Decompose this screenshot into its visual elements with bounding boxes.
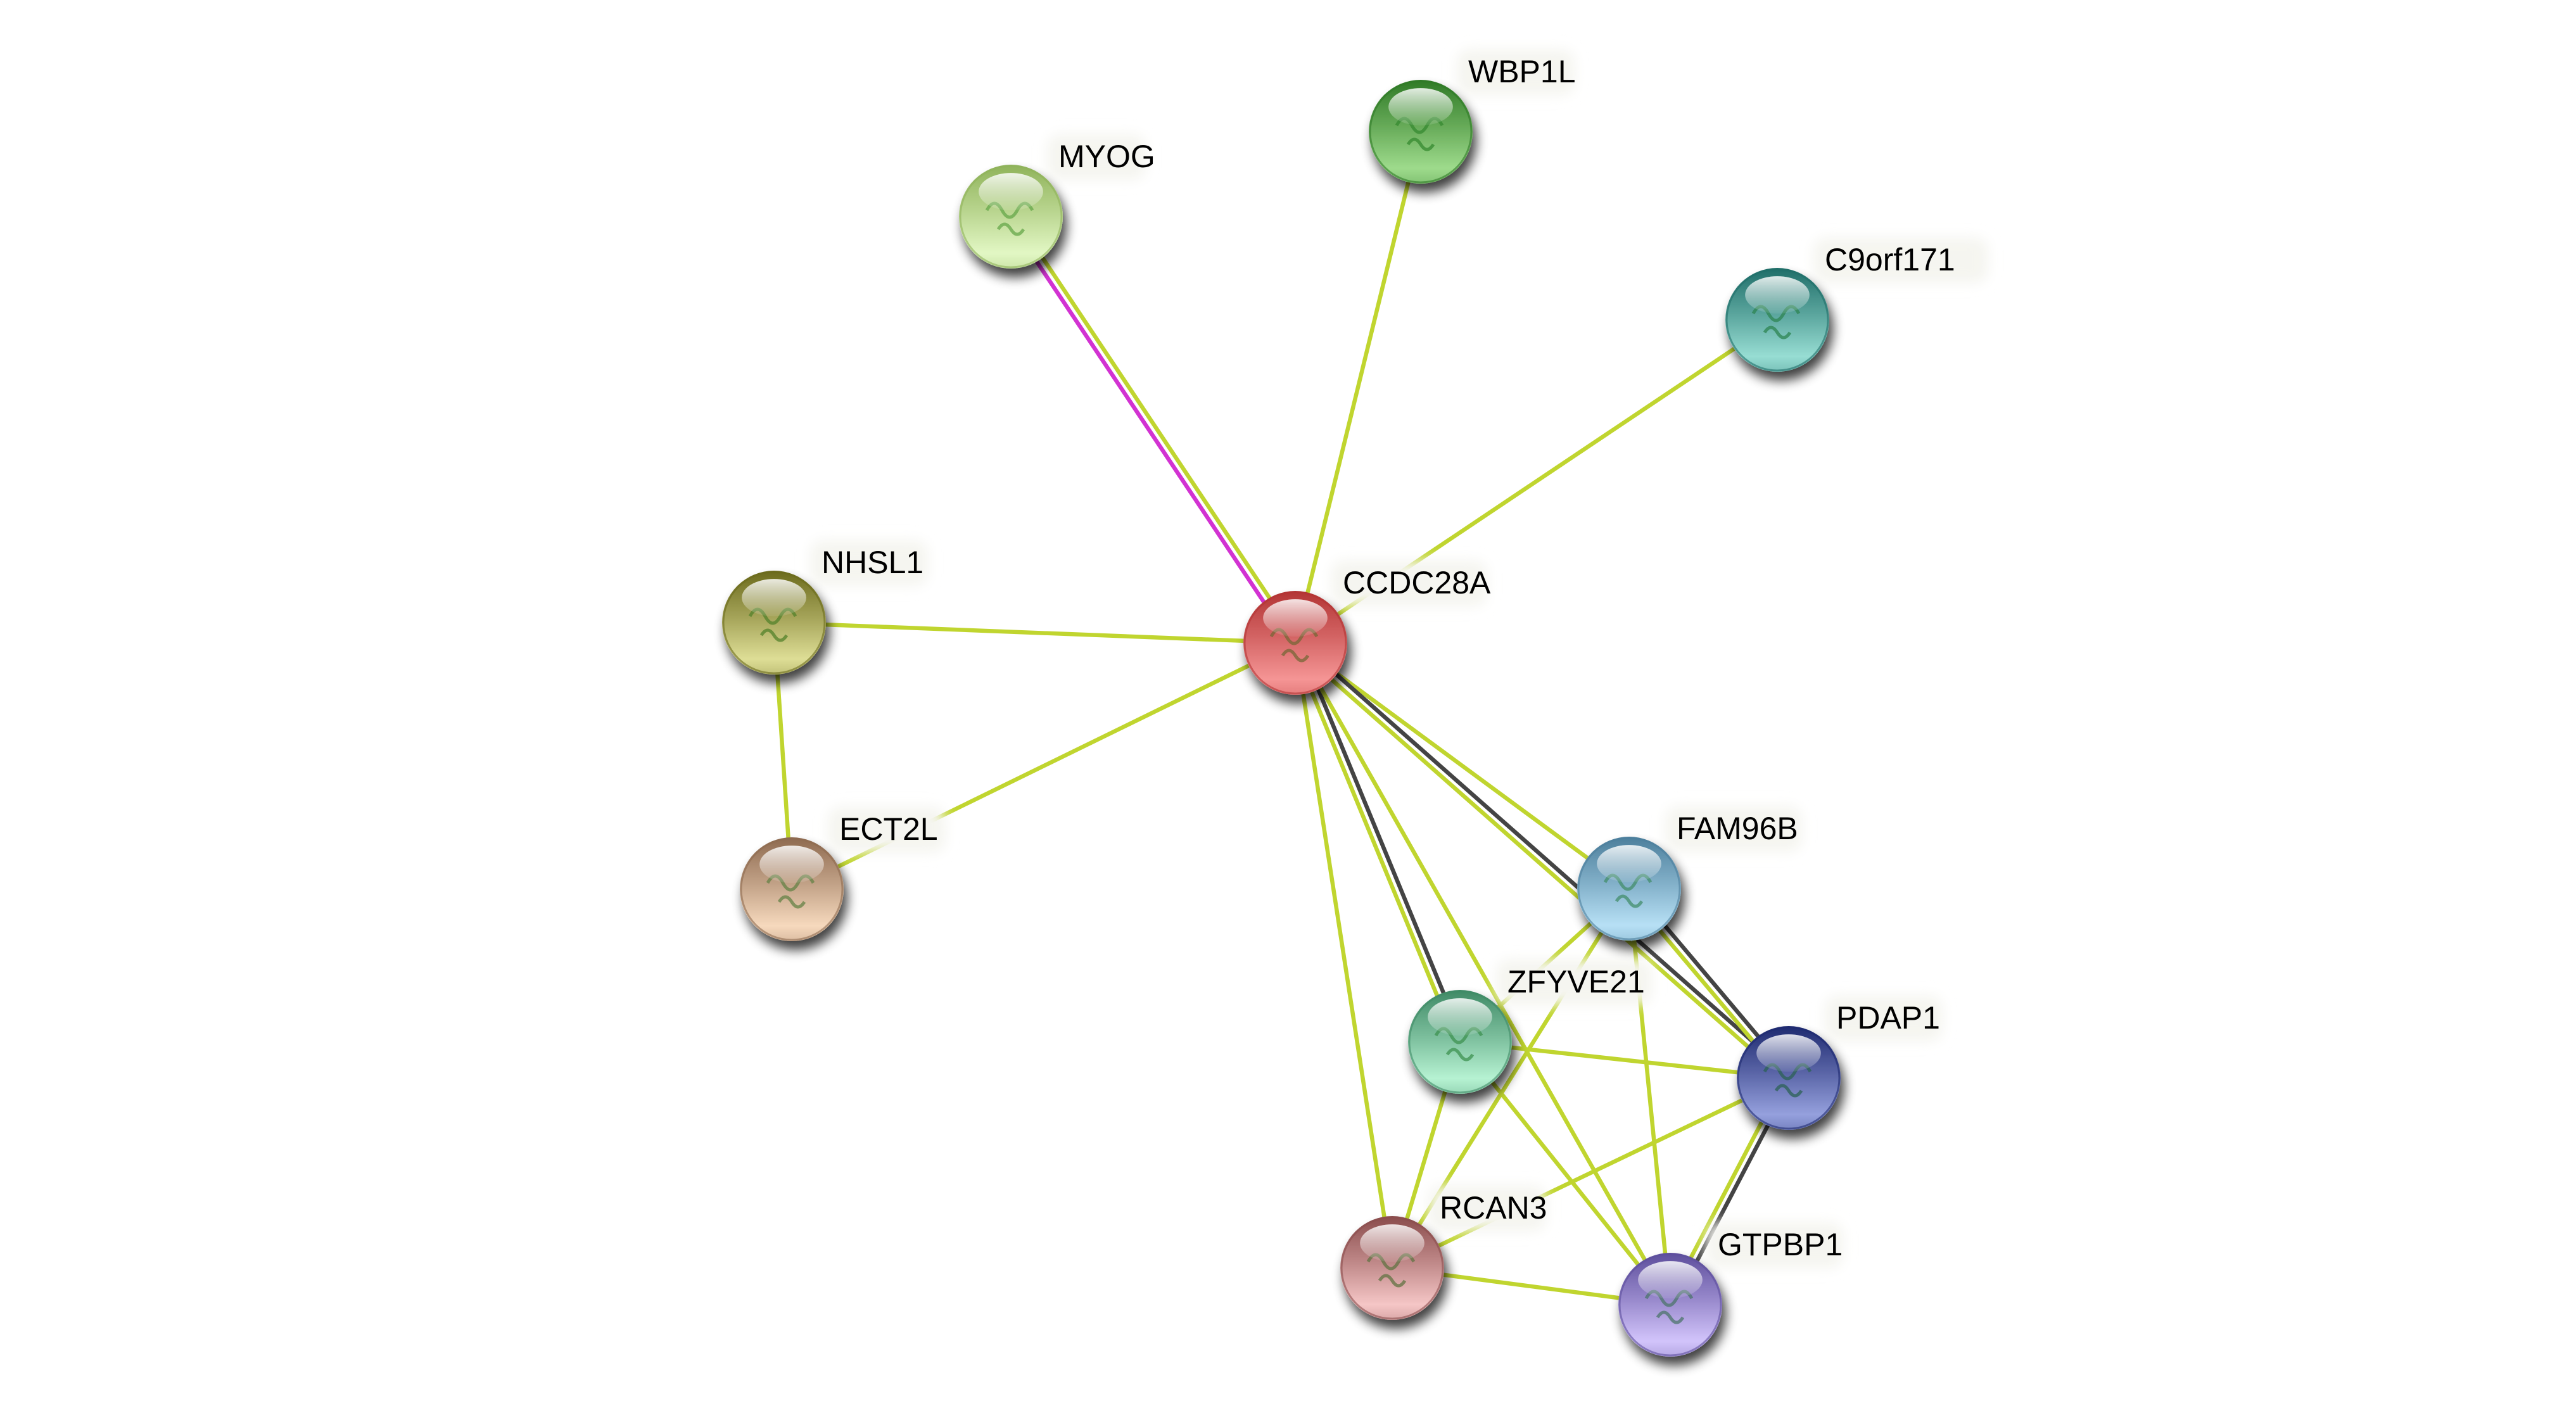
edge-CCDC28A-ZFYVE21[interactable] — [1290, 640, 1466, 1044]
edge-line-textmining — [1293, 642, 1672, 1306]
node-rim — [1577, 837, 1681, 941]
edge-CCDC28A-NHSL1[interactable] — [773, 620, 1296, 645]
edge-FAM96B-GTPBP1[interactable] — [1627, 888, 1673, 1305]
node-gloss — [1756, 1034, 1821, 1072]
edge-line-textmining — [1293, 131, 1423, 643]
node-label-MYOG[interactable]: MYOG — [1058, 139, 1155, 174]
node-gloss — [1263, 599, 1328, 637]
edge-CCDC28A-WBP1L[interactable] — [1293, 131, 1423, 643]
node-gloss — [1745, 276, 1810, 314]
node-label-NHSL1[interactable]: NHSL1 — [822, 545, 923, 580]
node-rim — [1243, 591, 1347, 695]
edge-line-textmining — [1291, 643, 1788, 1082]
edge-CCDC28A-RCAN3[interactable] — [1293, 642, 1395, 1269]
edge-line-textmining — [1012, 213, 1300, 642]
node-label-CCDC28A[interactable]: CCDC28A — [1343, 565, 1491, 600]
node-label-background — [828, 807, 946, 853]
edge-line-textmining — [773, 620, 1296, 645]
edge-line-coexpression — [1296, 638, 1792, 1077]
nodes-layer — [722, 80, 1841, 1357]
edge-line-coexpression — [1297, 640, 1466, 1042]
edge-line-textmining — [1458, 1040, 1672, 1307]
node-NHSL1[interactable] — [722, 571, 826, 675]
node-ZFYVE21[interactable] — [1408, 990, 1512, 1094]
node-label-background — [1047, 134, 1146, 180]
node-label-background — [1428, 1186, 1546, 1231]
node-ECT2L[interactable] — [740, 837, 844, 941]
edge-CCDC28A-GTPBP1[interactable] — [1293, 642, 1672, 1306]
node-CCDC28A[interactable] — [1243, 591, 1347, 695]
node-RCAN3[interactable] — [1340, 1216, 1444, 1320]
edge-PDAP1-RCAN3[interactable] — [1391, 1076, 1790, 1270]
node-rim — [1618, 1253, 1722, 1357]
node-label-C9orf171[interactable]: C9orf171 — [1825, 242, 1955, 277]
node-label-ECT2L[interactable]: ECT2L — [839, 811, 938, 847]
node-label-background — [810, 540, 928, 586]
node-gloss — [1388, 88, 1453, 126]
node-label-background — [1331, 561, 1487, 606]
node-label-FAM96B[interactable]: FAM96B — [1677, 811, 1798, 846]
node-rim — [959, 165, 1063, 269]
node-gloss — [979, 173, 1043, 211]
node-gloss — [759, 846, 824, 884]
node-rim — [1408, 990, 1512, 1094]
node-WBP1L[interactable] — [1369, 80, 1473, 184]
node-gloss — [1428, 998, 1492, 1036]
node-rim — [1725, 268, 1829, 372]
edge-line-textmining — [1290, 643, 1459, 1044]
node-label-background — [1706, 1222, 1843, 1268]
edge-line-textmining — [1627, 888, 1673, 1305]
node-label-background — [1813, 238, 1988, 283]
edge-line-textmining — [1293, 642, 1395, 1269]
edge-line-textmining — [1294, 641, 1630, 891]
edges-layer — [771, 131, 1794, 1308]
edge-CCDC28A-PDAP1[interactable] — [1291, 638, 1792, 1082]
edge-CCDC28A-FAM96B[interactable] — [1294, 641, 1630, 891]
node-label-background — [1825, 996, 1943, 1041]
node-PDAP1[interactable] — [1737, 1026, 1841, 1130]
node-rim — [740, 837, 844, 941]
node-rim — [1340, 1216, 1444, 1320]
edge-line-textmining — [1459, 1039, 1789, 1081]
node-label-ZFYVE21[interactable]: ZFYVE21 — [1507, 964, 1645, 999]
node-rim — [722, 571, 826, 675]
node-rim — [1737, 1026, 1841, 1130]
node-gloss — [742, 579, 806, 617]
node-label-RCAN3[interactable]: RCAN3 — [1440, 1190, 1547, 1226]
node-label-PDAP1[interactable]: PDAP1 — [1836, 1000, 1940, 1036]
edge-line-textmining — [1391, 1076, 1790, 1270]
edge-ZFYVE21-PDAP1[interactable] — [1459, 1039, 1789, 1081]
node-gloss — [1597, 845, 1661, 883]
node-C9orf171[interactable] — [1725, 268, 1829, 372]
label-backgrounds — [810, 49, 1988, 1268]
node-GTPBP1[interactable] — [1618, 1253, 1722, 1357]
node-gloss — [1638, 1261, 1703, 1299]
node-gloss — [1360, 1224, 1424, 1262]
edge-CCDC28A-MYOG[interactable] — [1006, 213, 1300, 646]
node-FAM96B[interactable] — [1577, 837, 1681, 941]
node-label-background — [1496, 960, 1652, 1005]
node-label-background — [1665, 806, 1802, 852]
node-label-background — [1457, 49, 1575, 95]
edge-ZFYVE21-GTPBP1[interactable] — [1458, 1040, 1672, 1307]
node-MYOG[interactable] — [959, 165, 1063, 269]
node-rim — [1369, 80, 1473, 184]
edge-line-experiments — [1006, 217, 1295, 646]
node-label-WBP1L[interactable]: WBP1L — [1468, 54, 1576, 89]
node-label-GTPBP1[interactable]: GTPBP1 — [1718, 1227, 1843, 1262]
